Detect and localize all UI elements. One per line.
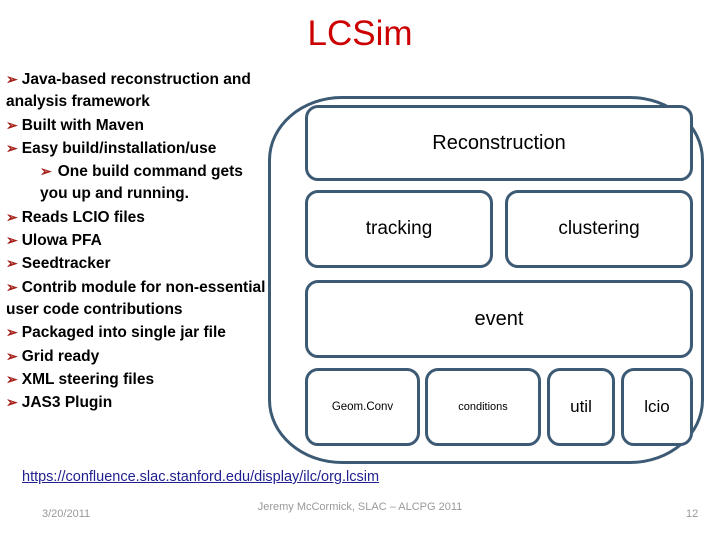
list-item: ➢XML steering files <box>6 368 272 391</box>
diagram-box-geomconv: Geom.Conv <box>305 368 420 446</box>
slide-date: 3/20/2011 <box>42 508 91 520</box>
list-item: ➢Ulowa PFA <box>6 229 272 252</box>
list-item: ➢Grid ready <box>6 345 272 368</box>
bullet-arrow-icon: ➢ <box>6 394 18 411</box>
diagram-box-conditions: conditions <box>425 368 541 446</box>
list-item-label: Easy build/installation/use <box>21 139 217 157</box>
diagram-box-util: util <box>547 368 615 446</box>
list-item: ➢Built with Maven <box>6 114 272 137</box>
list-item-label: One build command gets you up and runnin… <box>40 163 243 203</box>
bullet-arrow-icon: ➢ <box>6 116 18 133</box>
list-item: ➢JAS3 Plugin <box>6 391 272 414</box>
list-item-label: Ulowa PFA <box>21 232 102 250</box>
bullet-list: ➢Java-based reconstruction and analysis … <box>6 68 272 414</box>
list-item: ➢Packaged into single jar file <box>6 321 272 344</box>
diagram-box-reconstruction: Reconstruction <box>305 105 693 181</box>
diagram-box-clustering: clustering <box>505 190 693 268</box>
bullet-arrow-icon: ➢ <box>6 324 18 341</box>
bullet-arrow-icon: ➢ <box>6 232 18 249</box>
bullet-arrow-icon: ➢ <box>6 255 18 272</box>
slide-credit: Jeremy McCormick, SLAC – ALCPG 2011 <box>257 501 463 513</box>
list-item-label: JAS3 Plugin <box>21 394 113 412</box>
page-title: LCSim <box>307 14 413 53</box>
list-item: ➢Java-based reconstruction and analysis … <box>6 68 272 114</box>
bullet-arrow-icon: ➢ <box>6 370 18 387</box>
list-item: ➢Contrib module for non-essential user c… <box>6 276 272 322</box>
bullet-arrow-icon: ➢ <box>40 163 52 180</box>
list-item-label: Java-based reconstruction and analysis f… <box>6 71 251 111</box>
bullet-arrow-icon: ➢ <box>6 347 18 364</box>
list-item: ➢Seedtracker <box>6 252 272 275</box>
diagram-box-event: event <box>305 280 693 358</box>
list-item-label: XML steering files <box>21 370 155 388</box>
diagram-box-tracking: tracking <box>305 190 493 268</box>
list-item-label: Contrib module for non-essential user co… <box>6 278 266 318</box>
confluence-url-link[interactable]: https://confluence.slac.stanford.edu/dis… <box>22 469 380 485</box>
bullet-arrow-icon: ➢ <box>6 71 18 87</box>
list-item-label: Packaged into single jar file <box>21 324 226 342</box>
list-item: ➢Easy build/installation/use <box>6 137 272 160</box>
list-item-sub: ➢One build command gets you up and runni… <box>6 160 272 206</box>
list-item-label: Grid ready <box>21 347 100 365</box>
diagram-box-lcio: lcio <box>621 368 693 446</box>
list-item: ➢Reads LCIO files <box>6 206 272 229</box>
bullet-arrow-icon: ➢ <box>6 139 18 156</box>
list-item-label: Built with Maven <box>21 116 145 134</box>
slide-page-number: 12 <box>686 508 699 520</box>
bullet-arrow-icon: ➢ <box>6 278 18 295</box>
bullet-arrow-icon: ➢ <box>6 208 18 225</box>
list-item-label: Reads LCIO files <box>21 208 145 226</box>
architecture-diagram: Reconstruction tracking clustering event… <box>268 96 704 464</box>
list-item-label: Seedtracker <box>21 255 111 273</box>
